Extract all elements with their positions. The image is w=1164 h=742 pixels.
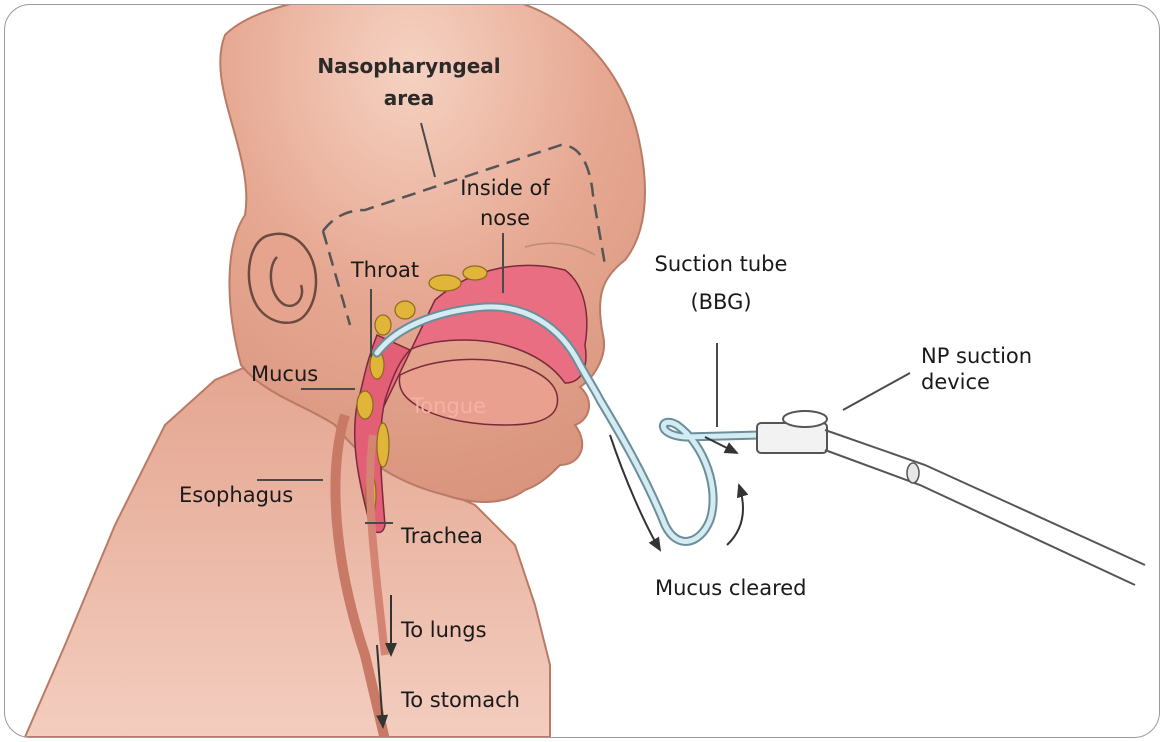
np-suction-device: [757, 411, 1145, 585]
label-mucus: Mucus: [251, 362, 318, 386]
label-nasopharyngeal-2: area: [384, 86, 434, 110]
leader-np-device: [843, 373, 910, 410]
label-suction-tube-2: (BBG): [690, 290, 751, 314]
label-suction-tube-1: Suction tube: [655, 252, 788, 276]
illustration-frame: Nasopharyngeal area Inside of nose Throa…: [4, 4, 1160, 738]
label-inside-nose-1: Inside of: [460, 176, 550, 200]
label-mucus-cleared: Mucus cleared: [655, 576, 807, 600]
label-inside-nose-2: nose: [480, 206, 530, 230]
label-nasopharyngeal-1: Nasopharyngeal: [317, 54, 500, 78]
label-esophagus: Esophagus: [179, 483, 293, 507]
label-to-lungs: To lungs: [400, 618, 487, 642]
label-trachea: Trachea: [400, 524, 483, 548]
label-np-device-2: device: [921, 370, 990, 394]
np-suction-diagram: Nasopharyngeal area Inside of nose Throa…: [5, 5, 1159, 737]
ear: [249, 234, 316, 323]
label-to-stomach: To stomach: [400, 688, 520, 712]
label-throat: Throat: [350, 258, 419, 282]
label-np-device-1: NP suction: [921, 344, 1032, 368]
mucus-cleared-arrow-up: [727, 485, 743, 545]
label-tongue: Tongue: [410, 394, 486, 418]
